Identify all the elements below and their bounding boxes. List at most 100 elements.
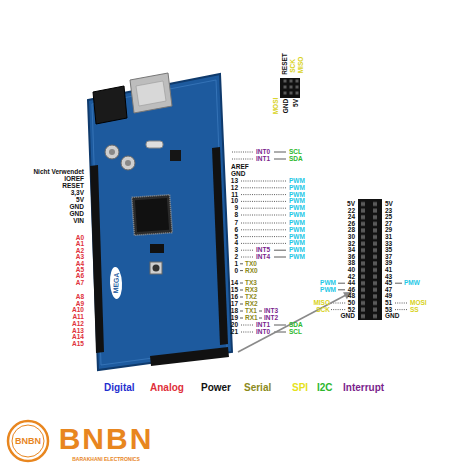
pin-label: 11 (231, 191, 238, 198)
legend-swatch: Serial (244, 383, 271, 393)
pwm-label: PWM (320, 287, 336, 294)
logo-text: BNBN (59, 424, 154, 454)
dotted-leader-lines (232, 152, 408, 332)
pin-label: 50 (348, 300, 355, 307)
power-jack (93, 86, 127, 124)
i2c-label: SDA (289, 322, 303, 329)
expansion-header (358, 199, 382, 320)
pin-label: 21 (231, 329, 238, 336)
logo-oval (109, 267, 123, 300)
chip-pins (132, 195, 173, 236)
pin-label: 44 (348, 280, 355, 287)
capacitor-top (125, 160, 131, 166)
interrupt-label: INT1 (256, 322, 270, 329)
serial-label: TX2 (245, 294, 257, 301)
interrupt-label: INT3 (264, 308, 278, 315)
pin-label: GND (70, 204, 84, 211)
pin-label: VIN (73, 218, 84, 225)
spi-label: MISO (298, 57, 305, 74)
pin-label: 23 (385, 207, 392, 214)
expansion-pins (358, 200, 382, 319)
analog-pin-label: A8 (76, 294, 84, 301)
pin-label: 20 (231, 322, 238, 329)
pin-label: 24 (348, 214, 355, 221)
pin-label: 42 (348, 273, 355, 280)
analog-pin-label: A10 (72, 307, 84, 314)
board-edge (92, 80, 227, 365)
spi-label: SCK (290, 59, 297, 73)
pin-label: GND (341, 313, 355, 320)
crystal (146, 141, 163, 148)
logo-inner-circle (12, 425, 44, 457)
pin-label: IOREF (64, 176, 84, 183)
interrupt-label: INT5 (256, 247, 270, 254)
pwm-label: PWM (289, 233, 305, 240)
analog-pin-label: A9 (76, 300, 84, 307)
pin-label: 1 (234, 261, 238, 268)
pin-label: 15 (231, 287, 238, 294)
main-chip (135, 198, 169, 232)
pin-label: 35 (385, 247, 392, 254)
pwm-label: PWM (289, 220, 305, 227)
pwm-label: PWM (289, 240, 305, 247)
pin-label: 13 (231, 178, 238, 185)
pin-label: 25 (385, 214, 392, 221)
pin-label: 5 (234, 233, 238, 240)
serial-label: TX0 (245, 261, 257, 268)
legend-swatch: Analog (150, 383, 184, 393)
pin-label: 3,3V (71, 190, 84, 197)
i2c-label: SDA (289, 156, 303, 163)
pin-label: 12 (231, 185, 238, 192)
usb-connector (130, 73, 172, 113)
legend-text: Analog (150, 382, 184, 393)
pin-label: 28 (348, 227, 355, 234)
pin-label: 41 (385, 267, 392, 274)
interrupt-label: INT4 (256, 254, 270, 261)
dash-leader-lines (240, 152, 402, 332)
serial-label: RX2 (245, 301, 258, 308)
capacitor (105, 145, 119, 159)
pin-label: 4 (234, 240, 238, 247)
spi-label: MISO (313, 300, 330, 307)
pwm-label: PWM (289, 227, 305, 234)
pin-label: AREF (231, 164, 249, 171)
pwm-label: PWM (289, 247, 305, 254)
pin-label: 43 (385, 273, 392, 280)
legend-text: Digital (104, 382, 135, 393)
pin-label: 36 (348, 254, 355, 261)
pin-label: 18 (231, 308, 238, 315)
analog-pin-label: A15 (72, 341, 84, 348)
pin-label: 47 (385, 287, 392, 294)
pin-label: 14 (231, 280, 238, 287)
pin-label: GND (231, 171, 245, 178)
legend-text: Power (201, 382, 231, 393)
pwm-label: PWM (289, 185, 305, 192)
legend-text: SPI (292, 382, 308, 393)
pin-label: 3 (234, 247, 238, 254)
pin-label: 51 (385, 300, 392, 307)
pin-label: GND (70, 211, 84, 218)
interrupt-label: INT1 (256, 156, 270, 163)
pwm-label: PWM (289, 205, 305, 212)
pin-label: 48 (348, 293, 355, 300)
pin-label: Nicht Verwendet (33, 169, 84, 176)
pin-label: 17 (231, 301, 238, 308)
pwm-label: PMW (404, 280, 420, 287)
right-pin-header (212, 147, 228, 345)
pin-label: 53 (385, 306, 392, 313)
pin-label: 40 (348, 267, 355, 274)
legend-swatch: I2C (317, 383, 333, 393)
pin-label: GND (385, 313, 399, 320)
logo-text: BNBN (15, 437, 41, 446)
icsp-header (280, 78, 300, 98)
legend-swatch: SPI (292, 383, 308, 393)
spi-label: SS (410, 306, 419, 313)
pin-label: 26 (348, 221, 355, 228)
interrupt-label: INT0 (256, 329, 270, 336)
pin-label: 0 (234, 267, 238, 274)
pin-label: 9 (234, 205, 238, 212)
serial-label: RX1 (245, 315, 258, 322)
analog-pin-label: A11 (72, 314, 84, 321)
pin-label: 19 (231, 315, 238, 322)
